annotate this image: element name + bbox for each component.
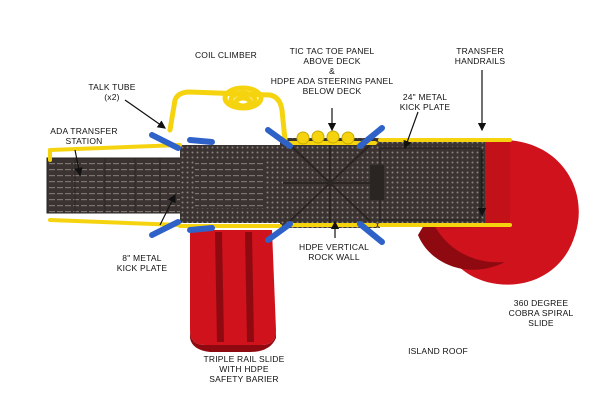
label-triple-rail-slide: TRIPLE RAIL SLIDE WITH HDPE SAFETY BARIE…	[203, 354, 285, 384]
label-transfer-handrails: TRANSFER HANDRAILS	[454, 46, 506, 66]
leader-arrows	[74, 70, 487, 238]
label-talk-tube: TALK TUBE (x2)	[88, 82, 136, 102]
label-coil-climber: COIL CLIMBER	[194, 50, 258, 60]
label-24-metal-kick-plate: 24" METAL KICK PLATE	[399, 92, 451, 112]
ada-transfer-station	[46, 157, 183, 214]
label-hdpe-vertical-rock-wall: HDPE VERTICAL ROCK WALL	[299, 242, 369, 262]
blue-posts	[149, 125, 385, 245]
label-tic-tac-toe-panel: TIC TAC TOE PANEL ABOVE DECK & HDPE ADA …	[270, 46, 394, 96]
label-cobra-spiral-slide: 360 DEGREE COBRA SPIRAL SLIDE	[508, 298, 574, 328]
main-deck	[180, 138, 485, 228]
coil-climber	[167, 85, 288, 143]
label-island-roof: ISLAND ROOF	[408, 346, 468, 356]
triple-rail-slide	[190, 230, 276, 352]
tic-tac-toe-panel	[296, 130, 355, 145]
label-8-metal-kick-plate: 8" METAL KICK PLATE	[116, 253, 168, 273]
label-ada-transfer-station: ADA TRANSFER STATION	[50, 126, 118, 146]
